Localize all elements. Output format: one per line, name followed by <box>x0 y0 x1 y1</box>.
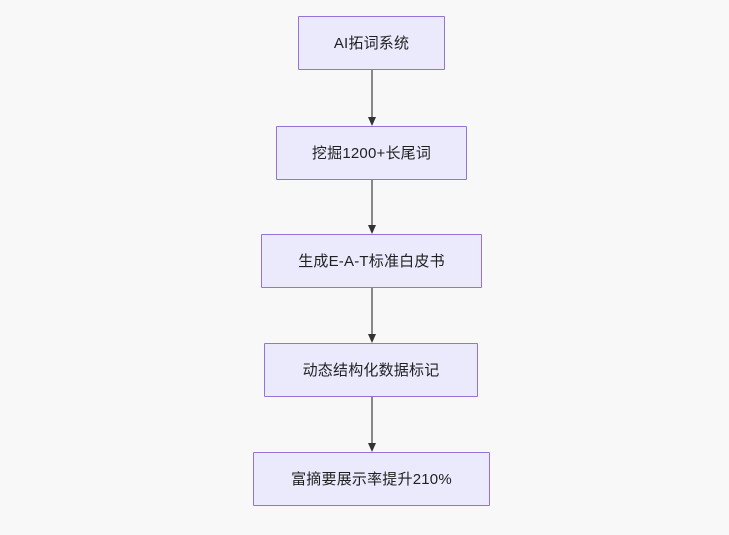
arrowhead-icon <box>367 117 376 126</box>
flow-edge-2 <box>367 180 376 234</box>
flow-node-ai-keyword-system[interactable]: AI拓词系统 <box>298 16 445 70</box>
flow-edge-4 <box>367 397 376 452</box>
flow-node-label: 动态结构化数据标记 <box>302 361 440 379</box>
flow-node-mine-longtail-keywords[interactable]: 挖掘1200+长尾词 <box>276 126 467 180</box>
flow-node-label: 生成E-A-T标准白皮书 <box>298 252 445 270</box>
flow-edge-3 <box>367 288 376 343</box>
flow-node-dynamic-structured-data-markup[interactable]: 动态结构化数据标记 <box>264 343 478 397</box>
edge-line <box>371 180 373 226</box>
arrowhead-icon <box>367 334 376 343</box>
arrowhead-icon <box>367 443 376 452</box>
arrowhead-icon <box>367 225 376 234</box>
flow-node-label: 挖掘1200+长尾词 <box>311 144 432 162</box>
edge-line <box>371 288 373 335</box>
flow-node-label: 富摘要展示率提升210% <box>291 470 452 488</box>
flow-node-generate-eat-whitepaper[interactable]: 生成E-A-T标准白皮书 <box>261 234 482 288</box>
flow-node-rich-snippet-rate-increase[interactable]: 富摘要展示率提升210% <box>253 452 490 506</box>
edge-line <box>371 70 373 118</box>
flow-node-label: AI拓词系统 <box>333 34 410 52</box>
edge-line <box>371 397 373 444</box>
flow-edge-1 <box>367 70 376 126</box>
